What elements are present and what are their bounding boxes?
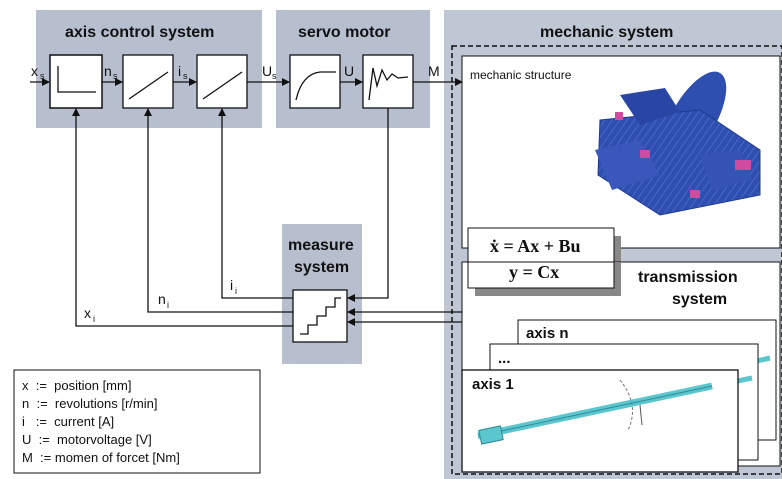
amplifier-block bbox=[289, 54, 341, 109]
transmission-title-1: transmission bbox=[638, 269, 738, 286]
label-xs-sub: s bbox=[40, 71, 45, 81]
axis-control-title: axis control system bbox=[65, 24, 214, 41]
transmission-title-2: system bbox=[672, 291, 727, 308]
speed-controller-curve bbox=[128, 71, 169, 100]
label-is-sub: s bbox=[183, 71, 188, 81]
current-controller-curve bbox=[202, 71, 243, 100]
legend-revolutions: n := revolutions [r/min] bbox=[22, 396, 158, 411]
axis-card-1: axis 1 bbox=[461, 369, 739, 473]
label-ns: n bbox=[104, 63, 112, 79]
servo-motor-title: servo motor bbox=[298, 24, 390, 41]
axis-card-dots-label: ... bbox=[498, 350, 511, 367]
label-us: U bbox=[262, 63, 272, 79]
feedback-ni bbox=[144, 108, 293, 313]
label-xi: x bbox=[84, 305, 91, 321]
legend-current: i := current [A] bbox=[22, 414, 115, 429]
axis-card-1-label: axis 1 bbox=[472, 376, 514, 393]
legend-box bbox=[13, 369, 261, 474]
label-is: i bbox=[178, 63, 181, 79]
label-m: M bbox=[428, 63, 440, 79]
position-controller-curve bbox=[57, 66, 96, 93]
label-ni-sub: i bbox=[167, 300, 169, 310]
legend-motorvoltage: U := motorvoltage [V] bbox=[22, 432, 152, 447]
measure-title-2: system bbox=[294, 259, 349, 276]
label-ii-sub: i bbox=[235, 286, 237, 296]
equation-box-front bbox=[467, 261, 615, 289]
equation-line-2-front: y = Cx bbox=[509, 262, 559, 282]
motor-block bbox=[362, 54, 414, 109]
mechanic-structure-label: mechanic structure bbox=[470, 68, 572, 82]
legend-position: x := position [mm] bbox=[22, 378, 132, 393]
label-ii: i bbox=[230, 277, 233, 293]
amplifier-curve bbox=[295, 71, 336, 101]
feedback-ii bbox=[218, 108, 293, 299]
label-ni: n bbox=[158, 291, 166, 307]
label-xs: x bbox=[31, 63, 38, 79]
axis-card-n-label: axis n bbox=[526, 325, 569, 342]
measure-title-1: measure bbox=[288, 237, 354, 254]
label-ns-sub: s bbox=[113, 71, 118, 81]
mechanic-dashed-border bbox=[451, 45, 782, 475]
feedback-xi bbox=[72, 108, 293, 327]
current-controller-block bbox=[196, 54, 248, 109]
legend-moment: M := momen of forcet [Nm] bbox=[22, 450, 180, 465]
feedback-motor-to-measure bbox=[347, 108, 389, 302]
label-xi-sub: i bbox=[93, 314, 95, 324]
motor-curve bbox=[368, 67, 409, 101]
label-us-sub: s bbox=[272, 71, 277, 81]
machine-illustration bbox=[595, 71, 761, 216]
speed-controller-block bbox=[122, 54, 174, 109]
mechanic-system-title: mechanic system bbox=[540, 24, 673, 41]
label-u: U bbox=[344, 63, 354, 79]
measure-staircase bbox=[300, 297, 341, 335]
equation-line-1: ẋ = Ax + Bu bbox=[490, 236, 581, 256]
